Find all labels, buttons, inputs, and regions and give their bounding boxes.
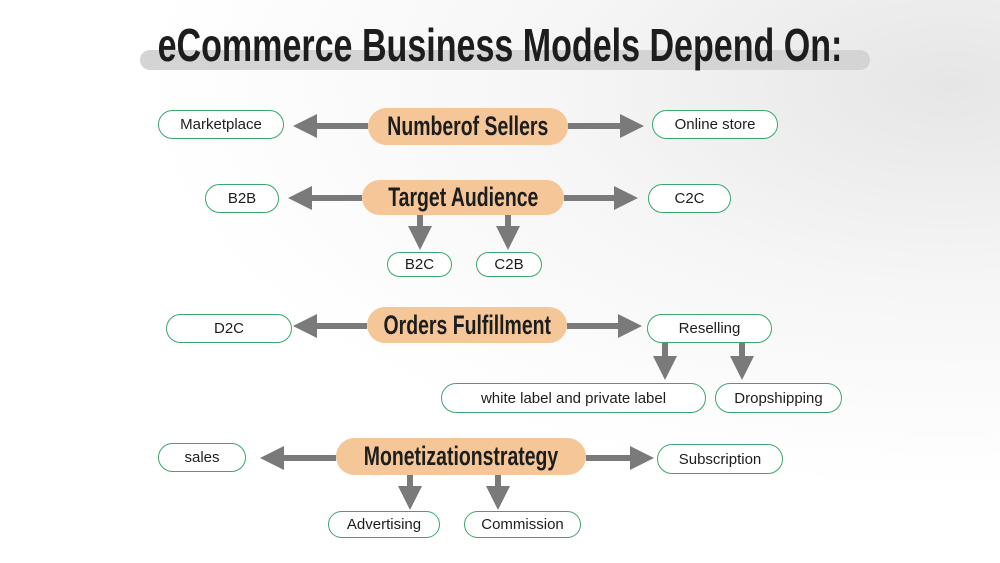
hub-orders-fulfillment: Orders Fulfillment: [367, 307, 567, 343]
hub-label: Monetizationstrategy: [363, 441, 559, 471]
hub-label: Target Audience: [387, 182, 539, 212]
hub-monetization-strategy: Monetizationstrategy: [336, 438, 586, 475]
leaf-b2c: B2C: [387, 252, 452, 277]
hub-number-of-sellers: Numberof Sellers: [368, 108, 568, 145]
leaf-subscription: Subscription: [657, 444, 783, 474]
title-underline: [140, 50, 870, 70]
leaf-c2b: C2B: [476, 252, 542, 277]
page-title: eCommerce Business Models Depend On:: [157, 19, 843, 71]
hub-target-audience: Target Audience: [362, 180, 564, 215]
hub-label: Numberof Sellers: [387, 111, 549, 141]
hub-label: Orders Fulfillment: [383, 309, 551, 340]
leaf-reselling: Reselling: [647, 314, 772, 343]
leaf-online-store: Online store: [652, 110, 778, 139]
leaf-white-label: white label and private label: [441, 383, 706, 413]
leaf-sales: sales: [158, 443, 246, 472]
leaf-marketplace: Marketplace: [158, 110, 284, 139]
leaf-advertising: Advertising: [328, 511, 440, 538]
leaf-b2b: B2B: [205, 184, 279, 213]
leaf-commission: Commission: [464, 511, 581, 538]
leaf-c2c: C2C: [648, 184, 731, 213]
leaf-d2c: D2C: [166, 314, 292, 343]
leaf-dropshipping: Dropshipping: [715, 383, 842, 413]
